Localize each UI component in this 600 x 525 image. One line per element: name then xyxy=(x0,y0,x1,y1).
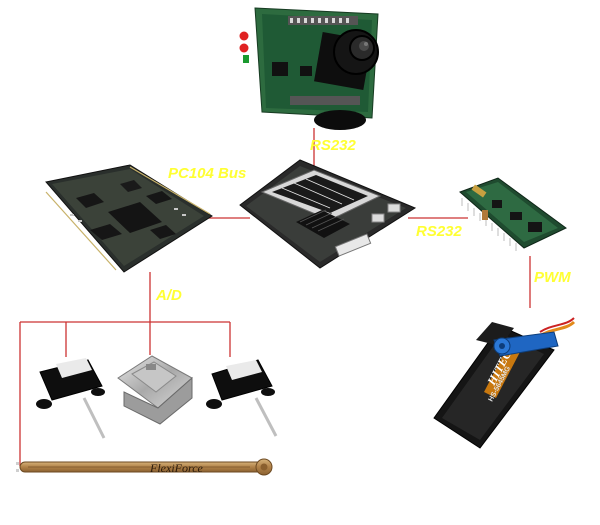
label-pc104-bus: PC104 Bus xyxy=(168,165,247,182)
label-camera-rs232: RS232 xyxy=(310,137,356,154)
servo-controller-icon xyxy=(459,177,567,251)
label-pwm: PWM xyxy=(534,269,571,286)
force-sensor-icon xyxy=(117,355,193,425)
force-sensor-icon xyxy=(206,359,278,437)
force-sensor-right xyxy=(206,359,278,437)
label-controller-rs232: RS232 xyxy=(416,223,462,240)
strip-brand: FlexiForce xyxy=(149,461,204,475)
cpu-board-icon xyxy=(239,159,417,269)
connection-wires xyxy=(19,128,531,466)
daq-board-icon xyxy=(45,164,213,273)
force-sensor-left xyxy=(36,358,106,439)
label-analog-input: A/D xyxy=(156,287,182,304)
force-sensor-middle xyxy=(117,355,193,425)
servo-motor-icon: HITEC HS-5645MG xyxy=(433,317,576,449)
force-sensor-icon xyxy=(36,358,106,439)
camera-module-icon xyxy=(239,7,379,130)
flexiforce-strip-icon: FlexiForce xyxy=(16,458,273,476)
